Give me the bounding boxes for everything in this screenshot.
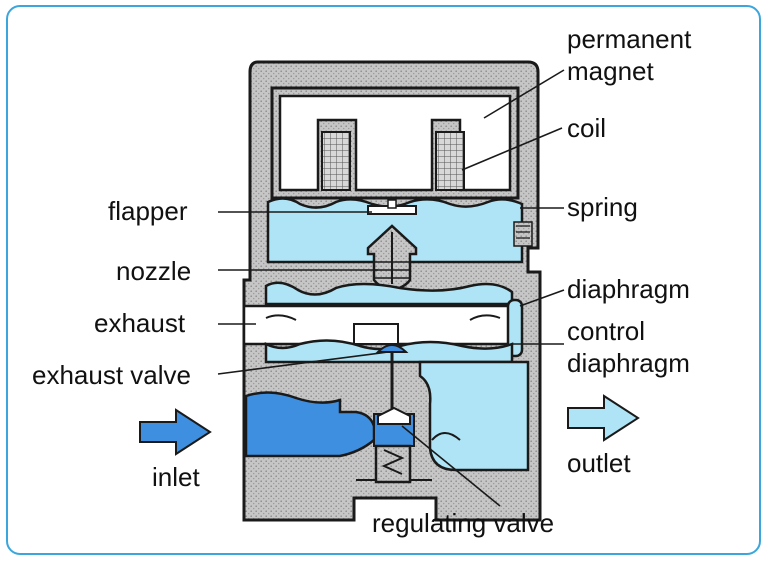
label-spring: spring bbox=[567, 192, 638, 222]
inlet-arrow-icon bbox=[139, 408, 212, 456]
label-permanent-magnet-line1: permanent bbox=[567, 24, 692, 54]
label-permanent-magnet-line2: magnet bbox=[567, 56, 654, 86]
exhaust-valve bbox=[353, 323, 409, 412]
label-control-diaphragm-line1: control bbox=[567, 316, 646, 346]
leader-diaphragm bbox=[519, 289, 565, 307]
diaphragm-chamber bbox=[264, 281, 514, 306]
leader-regulating-valve bbox=[401, 425, 501, 507]
label-exhaust: exhaust bbox=[94, 308, 186, 338]
label-regulating-valve: regulating valve bbox=[372, 508, 555, 538]
flapper bbox=[367, 199, 417, 215]
label-exhaust-valve: exhaust valve bbox=[32, 360, 191, 390]
leader-coil bbox=[461, 127, 563, 171]
label-control-diaphragm-line2: diaphragm bbox=[567, 348, 690, 378]
leader-permanent-magnet bbox=[483, 69, 565, 119]
spring bbox=[513, 221, 533, 247]
label-flapper: flapper bbox=[108, 196, 188, 226]
label-diaphragm: diaphragm bbox=[567, 274, 690, 304]
label-outlet: outlet bbox=[567, 448, 631, 478]
diaphragm bbox=[506, 298, 524, 358]
outlet-arrow-icon bbox=[567, 394, 640, 442]
label-inlet: inlet bbox=[152, 462, 200, 492]
label-nozzle: nozzle bbox=[116, 256, 192, 286]
permanent-magnet bbox=[270, 86, 520, 200]
label-coil: coil bbox=[567, 113, 607, 143]
leader-lines bbox=[217, 69, 565, 507]
coil bbox=[321, 131, 465, 191]
leader-exhaust-valve bbox=[217, 351, 389, 375]
diagram-frame bbox=[6, 5, 761, 555]
regulating-valve bbox=[356, 406, 432, 484]
